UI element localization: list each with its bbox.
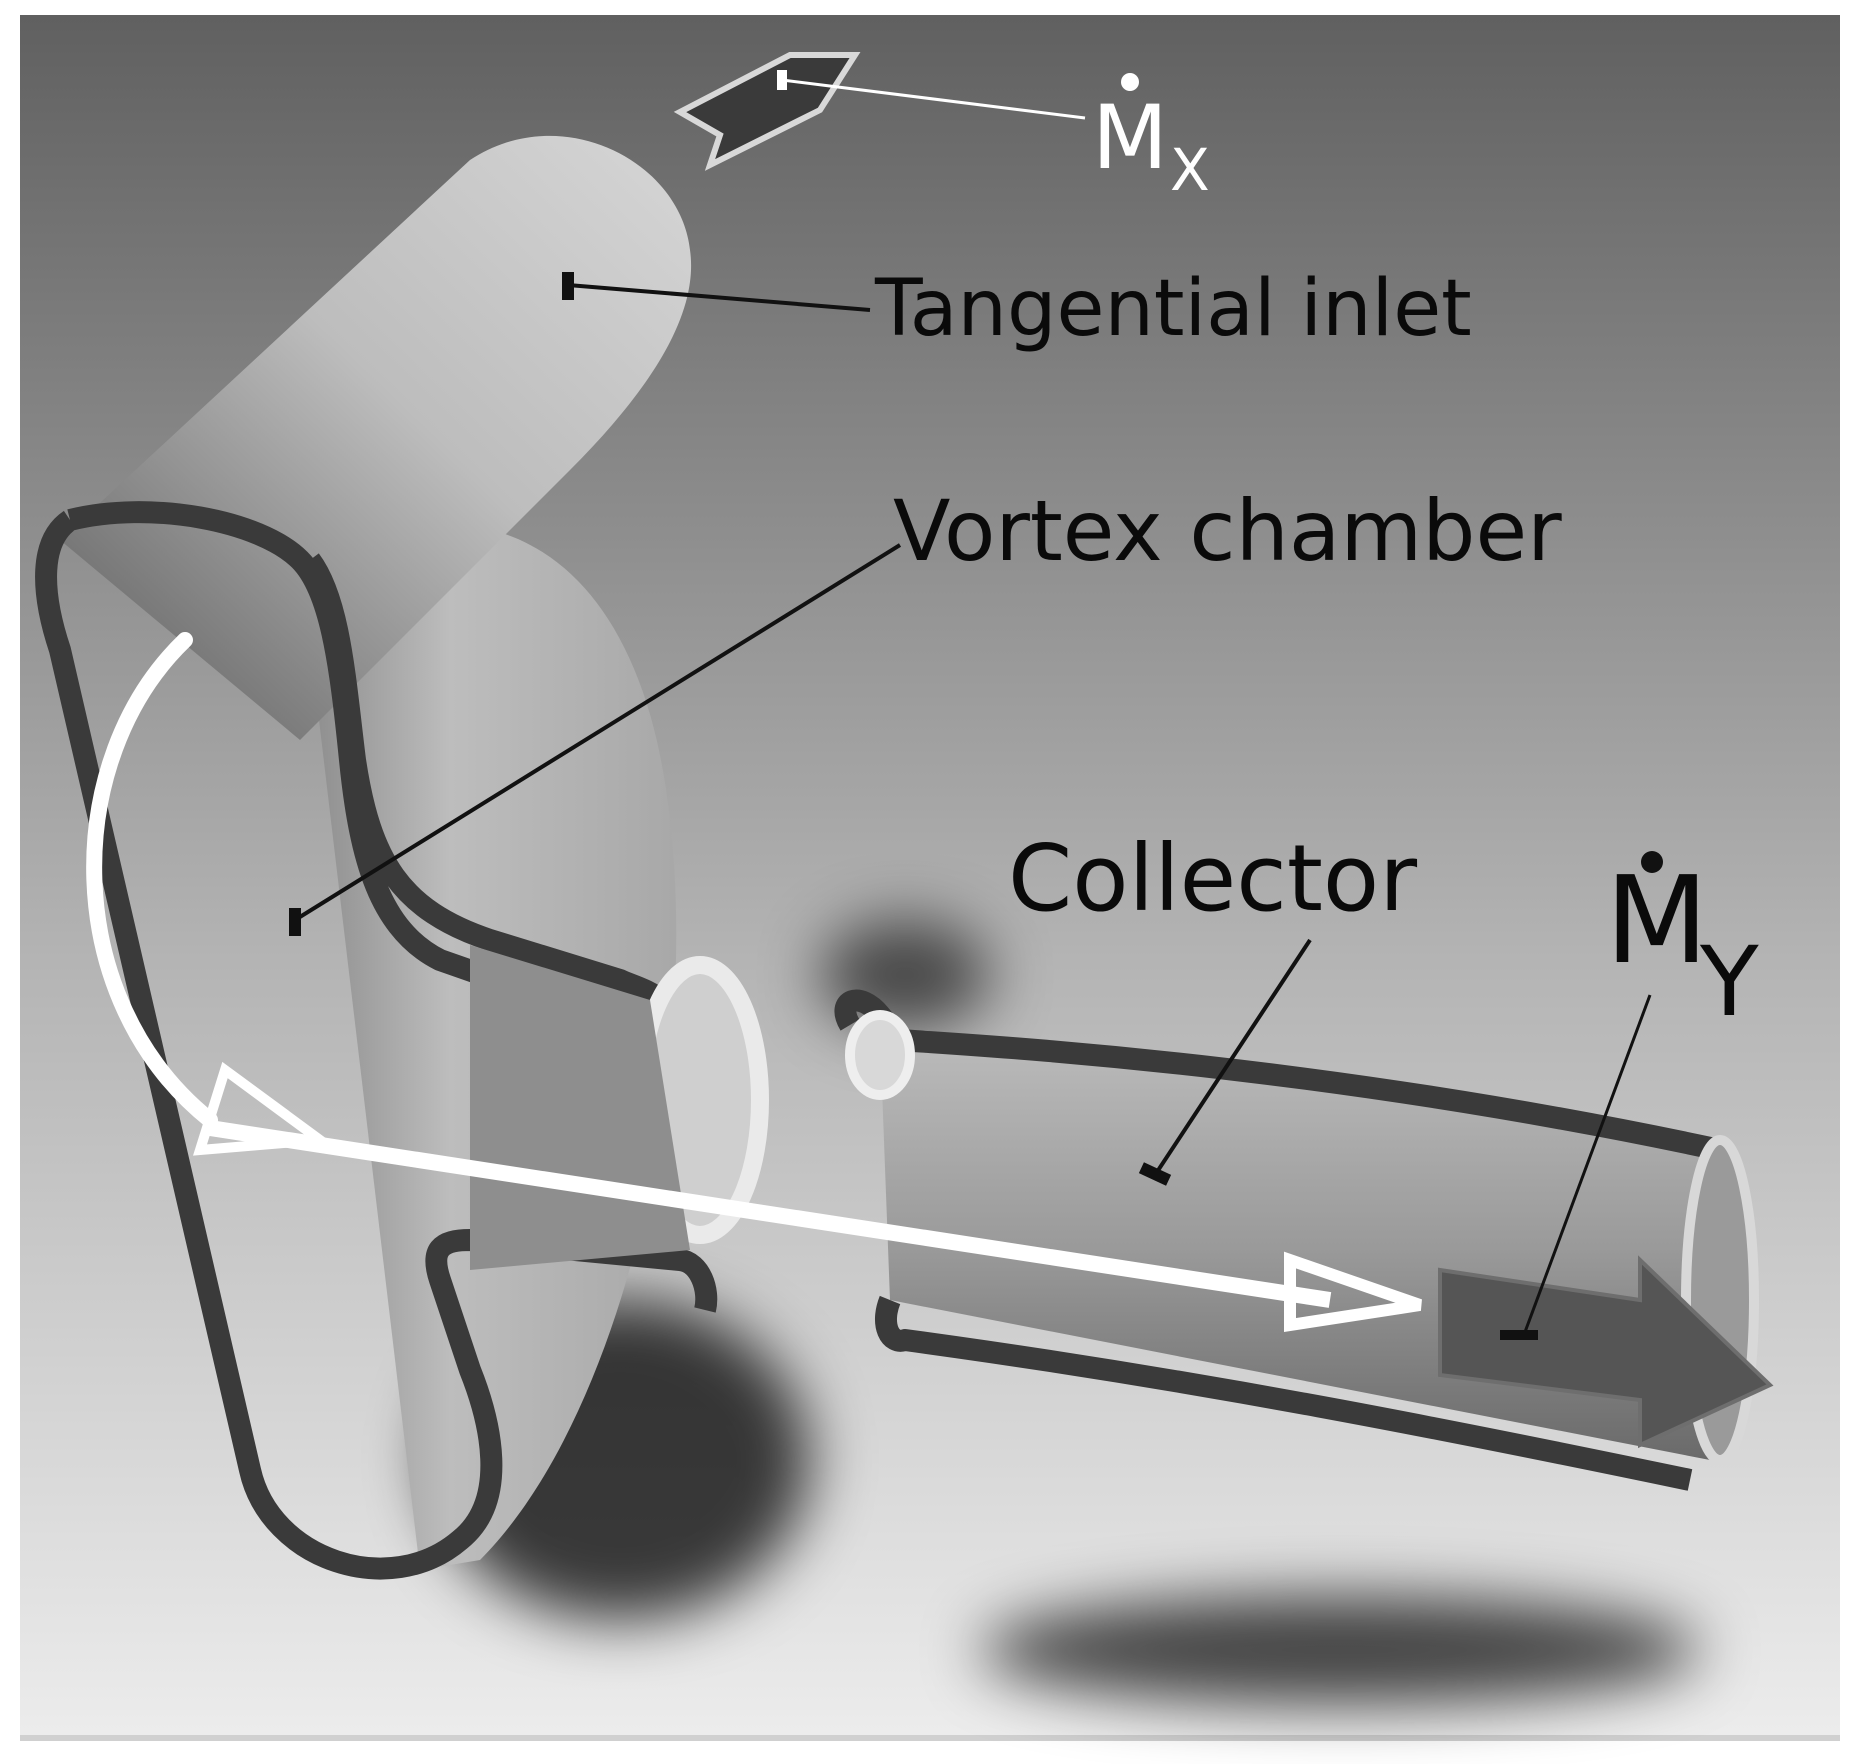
svg-text:M: M: [1092, 86, 1168, 189]
leader-my: [1523, 994, 1652, 1333]
swirl-arrowhead: [193, 1061, 334, 1156]
svg-text:M: M: [1605, 852, 1709, 991]
svg-text:X: X: [1170, 136, 1210, 204]
leader-collector: [1153, 938, 1312, 1177]
label-collector: Collector: [1008, 825, 1417, 932]
mass-flow-x-label: M X: [1092, 73, 1210, 204]
label-vortex-chamber: Vortex chamber: [893, 482, 1562, 580]
leader-chamber: [293, 543, 902, 922]
mass-flow-y-label: M Y: [1605, 851, 1759, 1038]
collector-lower-wall: [875, 1295, 1693, 1491]
collector-upper-wall: [834, 989, 1723, 1161]
outlet-flow-arrow: [1438, 1255, 1774, 1449]
leader-mx: [781, 78, 1086, 120]
collector-inlet-lip: [845, 1010, 915, 1100]
tangential-inlet-tube: [60, 135, 692, 741]
through-flow-arrowhead: [1284, 1251, 1422, 1332]
swirl-flow-path: [86, 632, 218, 1128]
svg-text:Y: Y: [1699, 926, 1759, 1038]
through-flow-line: [208, 1120, 1332, 1308]
label-tangential-inlet: Tangential inlet: [874, 264, 1472, 354]
bottom-rule: [20, 1735, 1840, 1741]
leader-inlet: [567, 283, 871, 312]
